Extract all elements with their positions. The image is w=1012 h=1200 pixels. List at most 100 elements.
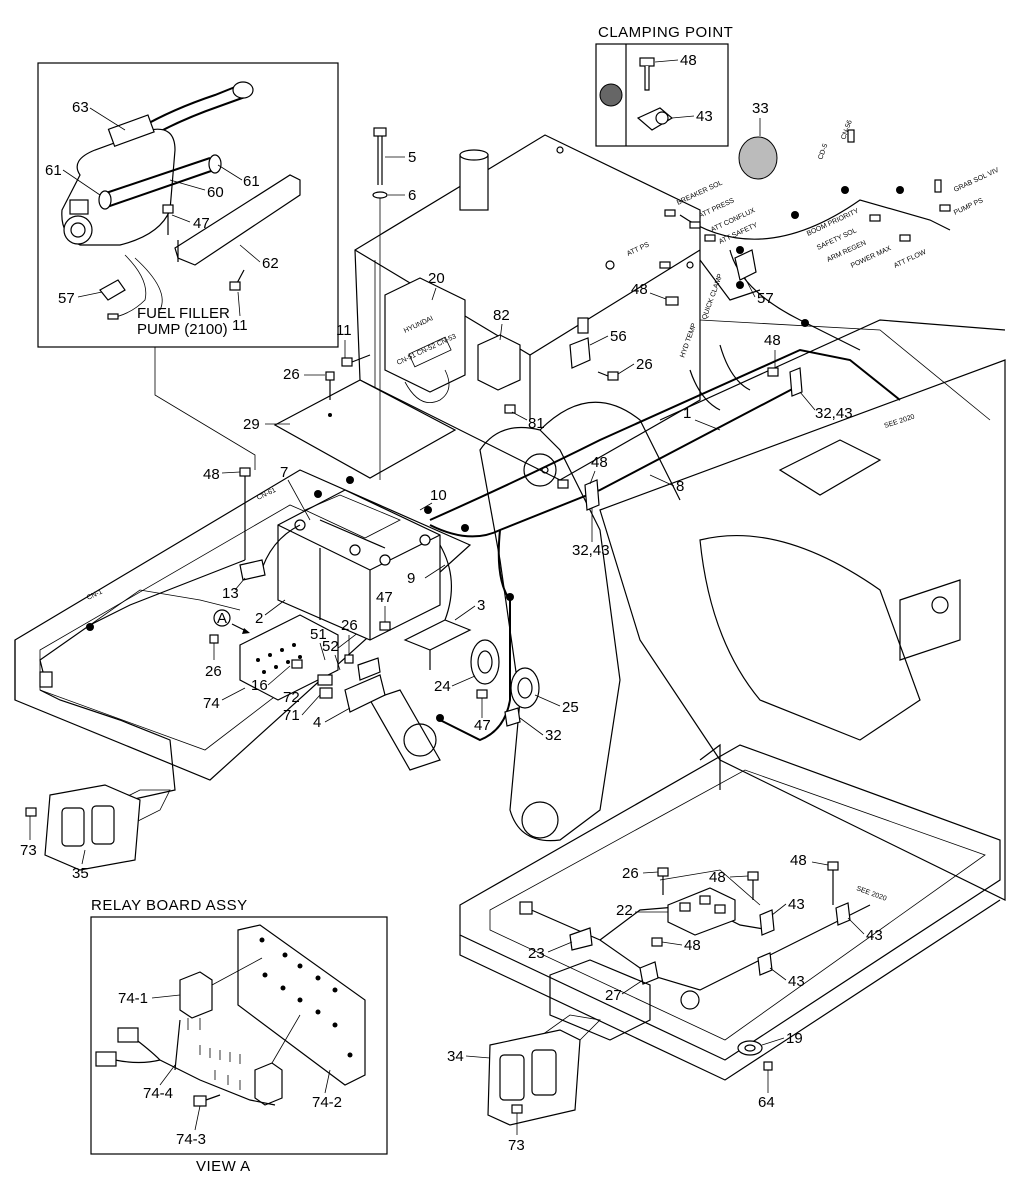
callout-43b: 43: [788, 896, 805, 913]
callout-26e: 26: [622, 865, 639, 882]
callout-26b: 26: [636, 356, 653, 373]
callout-64: 64: [758, 1094, 775, 1111]
tag-pump-ps: PUMP PS: [953, 197, 985, 217]
batteries-7: 7 2 9: [255, 464, 453, 641]
tag-breaker-sol: BREAKER SOL: [676, 180, 724, 207]
callout-51: 51: [310, 626, 327, 643]
callout-73a: 73: [20, 842, 37, 859]
tag-grab-sol: GRAB SOL VIV: [953, 167, 1000, 194]
callout-1: 1: [683, 405, 691, 422]
callout-71: 71: [283, 707, 300, 724]
callout-5: 5: [408, 149, 416, 166]
callout-74-1: 74-1: [118, 990, 148, 1007]
callout-32: 32: [545, 727, 562, 744]
clip-57-upper: 57 48: [631, 249, 774, 307]
callout-13: 13: [222, 585, 239, 602]
callout-48d: 48: [591, 454, 608, 471]
tag-att-ps: ATT PS: [626, 241, 651, 258]
callout-19: 19: [786, 1030, 803, 1047]
callout-48g: 48: [790, 852, 807, 869]
callout-11b: 11: [336, 322, 352, 339]
callout-74-2: 74-2: [312, 1094, 342, 1111]
callout-9: 9: [407, 570, 415, 587]
relay-board-assy-inset: RELAY BOARD ASSY 74-1: [90, 897, 388, 1175]
callout-57b: 57: [757, 290, 774, 307]
tag-cd5: CD-5: [817, 143, 829, 161]
small-parts-relay: 26 51 52 72 71 4: [283, 617, 386, 731]
callout-2: 2: [255, 610, 263, 627]
fuel-filler-label-1: FUEL FILLER: [137, 305, 230, 322]
clamp-32-43-right: 48 32,43 SEE 2020: [764, 332, 916, 430]
callout-47b: 47: [376, 589, 393, 606]
callout-63: 63: [72, 99, 89, 116]
callout-74-4: 74-4: [143, 1085, 173, 1102]
callout-20: 20: [428, 270, 445, 287]
callout-73b: 73: [508, 1137, 525, 1154]
callout-34: 34: [447, 1048, 464, 1065]
tag-att-flow: ATT FLOW: [893, 249, 928, 270]
fuel-filler-pump-inset: 63 61 60 61 47 62 57 11 FUEL FILLER PUMP…: [37, 62, 339, 348]
callout-48f: 48: [709, 869, 726, 886]
module-82: 82: [477, 307, 521, 391]
callout-61b: 61: [243, 173, 260, 190]
tag-cn1: CN-1: [86, 589, 104, 602]
view-a-label: VIEW A: [196, 1158, 251, 1175]
callout-48h: 48: [684, 937, 701, 954]
callout-61a: 61: [45, 162, 62, 179]
callout-60: 60: [207, 184, 224, 201]
see-2020-lower: SEE 2020: [855, 885, 887, 902]
callout-10: 10: [430, 487, 447, 504]
callout-3: 3: [477, 597, 485, 614]
clip-56: 56 26: [569, 317, 653, 381]
callout-56: 56: [610, 328, 627, 345]
fuel-filler-label-2: PUMP (2100): [137, 321, 228, 338]
callout-43c: 43: [866, 927, 883, 944]
callout-32-43a: 32,43: [815, 405, 853, 422]
callout-25: 25: [562, 699, 579, 716]
relay-board-assy-title: RELAY BOARD ASSY: [91, 897, 248, 914]
callout-43a: 43: [696, 108, 713, 125]
callout-82: 82: [493, 307, 510, 324]
clamp-32-43-center: 48 32,43: [557, 454, 610, 559]
bolts-near-controller: 11 26 81: [283, 322, 545, 432]
callout-33: 33: [752, 100, 769, 117]
callout-8: 8: [676, 478, 684, 495]
mesh-33: 33: [738, 100, 778, 180]
base-plate-29: 29: [243, 379, 457, 479]
callout-48b: 48: [631, 281, 648, 298]
see-2020-upper: SEE 2020: [883, 413, 915, 429]
callout-26a: 26: [283, 366, 300, 383]
callout-24: 24: [434, 678, 451, 695]
callout-35: 35: [72, 865, 89, 882]
tag-quick-clamp: QUICK CLAMP: [701, 273, 724, 321]
callout-81: 81: [528, 415, 545, 432]
callout-27: 27: [605, 987, 622, 1004]
controller-20: HYUNDAI 20: [384, 270, 466, 404]
clamping-point-title: CLAMPING POINT: [598, 24, 733, 41]
callout-72: 72: [283, 689, 300, 706]
tag-att-press: ATT PRESS: [698, 197, 736, 220]
tag-cn61: CN-61: [256, 487, 277, 502]
bracket-3: 3 47: [376, 589, 485, 670]
lower-lamp-34: 34 73: [447, 959, 651, 1154]
bolt-13-48-left: 48 13: [203, 466, 266, 602]
callout-29: 29: [243, 416, 260, 433]
callout-32-43b: 32,43: [572, 542, 610, 559]
callout-48e: 48: [203, 466, 220, 483]
callout-48a: 48: [680, 52, 697, 69]
callout-6: 6: [408, 187, 416, 204]
callout-4: 4: [313, 714, 321, 731]
callout-74-3: 74-3: [176, 1131, 206, 1148]
callout-62: 62: [262, 255, 279, 272]
callout-48c: 48: [764, 332, 781, 349]
callout-52: 52: [322, 638, 339, 655]
tag-hyd-temp: HYD TEMP: [679, 322, 698, 359]
lower-right-harness: 22 26 48 48 48 43 43 43 SEE 2020 23 27: [519, 852, 887, 1111]
left-lamp-harness: 73 35: [20, 559, 246, 882]
callout-22: 22: [616, 902, 633, 919]
callout-26c: 26: [205, 663, 222, 680]
horns: 24 25 47 32: [434, 639, 579, 744]
bolt-5-washer-6: 5 6: [372, 127, 416, 480]
callout-7: 7: [280, 464, 288, 481]
